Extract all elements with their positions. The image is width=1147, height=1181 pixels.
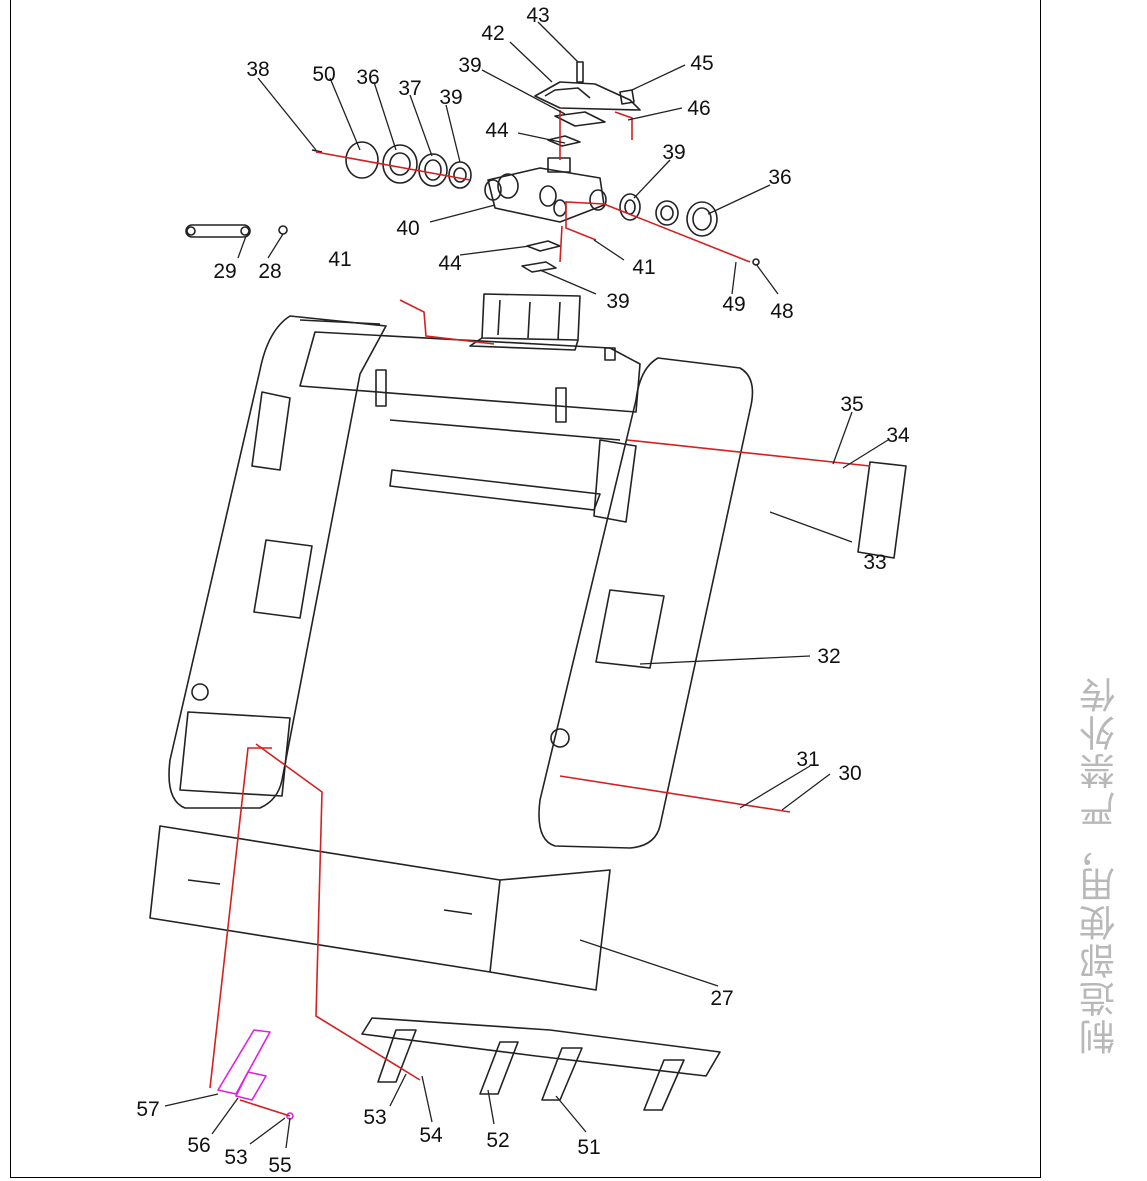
callout-51: 51 [577,1136,600,1159]
callout-57: 57 [136,1098,159,1121]
callout-39: 39 [458,54,481,77]
callout-42: 42 [481,22,504,45]
callout-53: 53 [363,1106,386,1129]
callout-28: 28 [258,260,281,283]
callout-34: 34 [886,424,910,447]
callout-43: 43 [526,4,549,27]
callout-30: 30 [838,762,861,785]
callout-39: 39 [606,290,629,313]
callout-41: 41 [328,248,351,271]
callout-50: 50 [312,63,335,86]
callout-39: 39 [662,141,685,164]
callout-labels: 43 42 45 38 50 36 37 39 39 46 44 39 36 4… [136,4,910,1177]
left-arm [168,315,387,809]
callout-45: 45 [690,52,713,75]
callout-41: 41 [632,256,655,279]
callout-32: 32 [817,645,840,668]
drawing-frame [10,0,1041,1178]
callout-36: 36 [356,66,379,89]
side-plate [857,461,907,559]
callout-52: 52 [486,1129,509,1152]
callout-53: 53 [224,1146,247,1169]
callout-40: 40 [396,217,419,240]
watermark-text: 制造部使用，严禁外传 [1080,675,1121,1055]
callout-35: 35 [840,393,863,416]
callout-39: 39 [439,86,462,109]
callout-27: 27 [710,987,733,1010]
callout-54: 54 [419,1124,443,1147]
callout-44: 44 [438,252,462,275]
callout-leaders [164,21,889,1149]
center-mount-block [469,293,616,361]
callout-49: 49 [722,293,745,316]
callout-56: 56 [187,1134,210,1157]
callout-36: 36 [768,166,791,189]
callout-29: 29 [213,260,236,283]
callout-48: 48 [770,300,793,323]
right-arm [538,357,754,849]
callout-38: 38 [246,58,269,81]
callout-37: 37 [398,77,421,100]
callout-55: 55 [268,1154,291,1177]
bottom-carriage [149,825,611,991]
callout-31: 31 [796,748,819,771]
callout-46: 46 [687,97,710,120]
assembly-lines [209,110,871,1117]
callout-33: 33 [863,551,886,574]
callout-44: 44 [485,119,509,142]
blade-assembly [361,1017,721,1111]
swivel-assembly [185,61,760,273]
